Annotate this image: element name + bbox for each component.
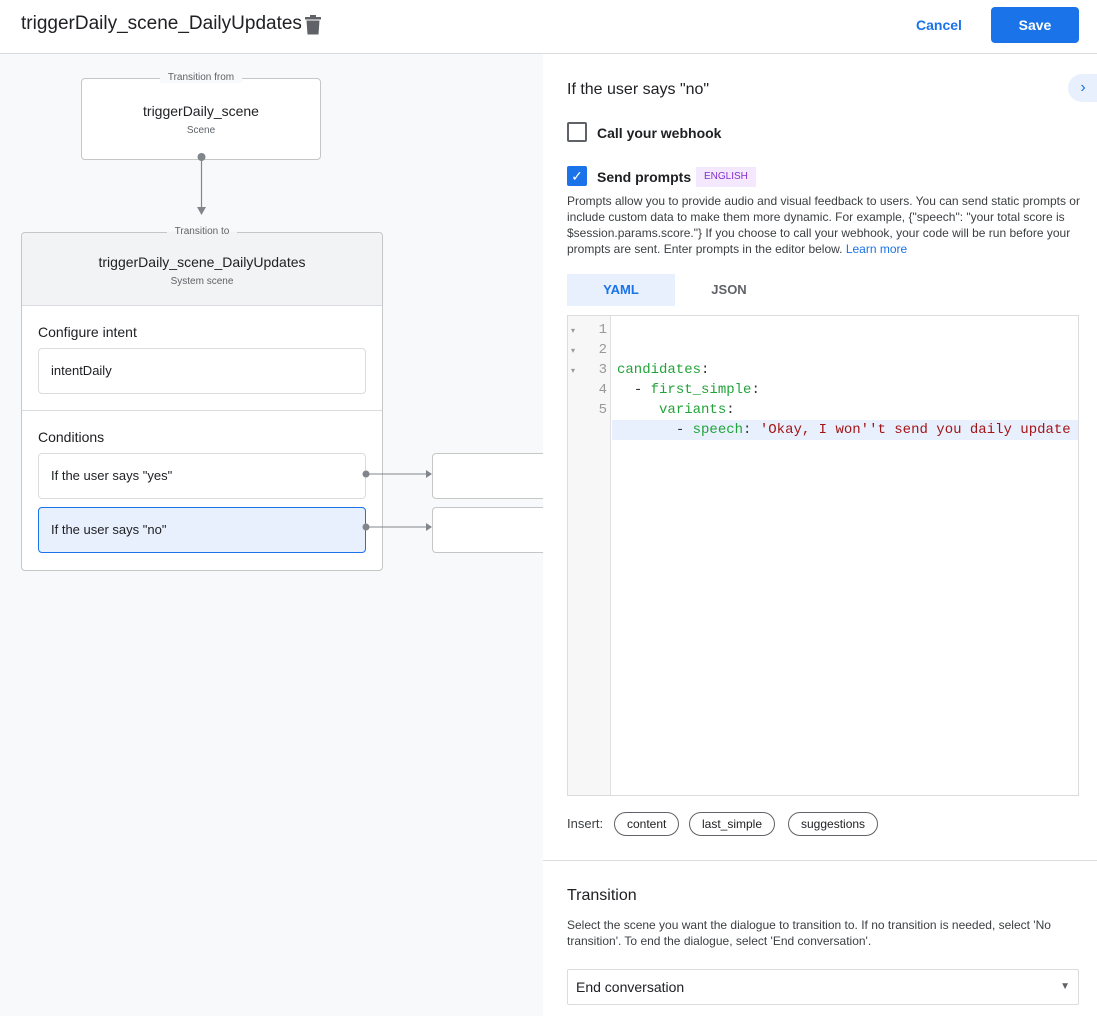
transition-from-legend: Transition from [159, 72, 243, 83]
code-indent [617, 402, 659, 418]
connector-arrow [197, 153, 206, 215]
tab-yaml[interactable]: YAML [567, 274, 675, 306]
save-button[interactable]: Save [991, 7, 1079, 43]
send-prompts-label: Send prompts [597, 169, 692, 185]
code-indent [617, 382, 634, 398]
code-dash: - [675, 422, 693, 438]
code-indent [617, 422, 676, 438]
insert-chip-suggestions[interactable]: suggestions [788, 812, 879, 836]
code-colon: : [751, 382, 760, 398]
code-colon: : [701, 362, 710, 378]
prompts-description: Prompts allow you to provide audio and v… [567, 194, 1080, 256]
transition-select[interactable]: End conversation ▼ [567, 969, 1079, 1005]
code-dash: - [633, 382, 651, 398]
code-line: variants: [617, 400, 1078, 420]
code-line: - speech: 'Okay, I won''t send you daily… [612, 420, 1078, 440]
webhook-checkbox[interactable] [567, 122, 587, 142]
condition-yes[interactable]: If the user says "yes" [38, 453, 366, 499]
condition-connectors [362, 470, 432, 531]
cancel-button[interactable]: Cancel [906, 7, 972, 43]
chevron-right-icon[interactable]: › [1068, 74, 1097, 102]
transition-heading: Transition [567, 887, 637, 904]
webhook-label: Call your webhook [597, 125, 722, 141]
transition-select-value: End conversation [576, 979, 685, 995]
learn-more-link[interactable]: Learn more [845, 242, 908, 256]
transition-description: Select the scene you want the dialogue t… [567, 918, 1051, 948]
condition-no[interactable]: If the user says "no" [38, 507, 366, 553]
transition-to-node: Transition to triggerDaily_scene_DailyUp… [21, 226, 383, 571]
transition-from-node[interactable]: Transition from triggerDaily_scene Scene [81, 72, 321, 160]
to-scene-title: triggerDaily_scene_DailyUpdates [98, 254, 306, 270]
from-scene-subtitle: Scene [186, 125, 216, 136]
trash-icon[interactable] [305, 15, 321, 35]
details-panel: › If the user says "no" Call your webhoo… [543, 54, 1097, 1016]
code-key: speech [692, 422, 744, 438]
panel-heading: If the user says "no" [567, 81, 710, 98]
dropdown-arrow-icon: ▼ [1060, 981, 1070, 992]
transition-to-legend: Transition to [166, 226, 238, 237]
code-value: 'Okay, I won''t send you daily update [759, 422, 1071, 438]
code-lines: candidates: - first_simple: variants: - … [612, 320, 1078, 500]
code-colon: : [726, 402, 735, 418]
insert-chip-content[interactable]: content [614, 812, 680, 836]
send-prompts-checkbox[interactable]: ✓ [567, 166, 587, 186]
code-line: - first_simple: [617, 380, 1078, 400]
header: triggerDaily_scene_DailyUpdates Cancel S… [0, 0, 1097, 54]
from-scene-title: triggerDaily_scene [143, 103, 259, 119]
language-badge: ENGLISH [696, 167, 756, 187]
page-title: triggerDaily_scene_DailyUpdates [21, 13, 302, 34]
code-line: candidates: [617, 360, 1078, 380]
intent-field[interactable]: intentDaily [38, 348, 366, 394]
code-line [617, 440, 1078, 460]
target-node-no[interactable] [432, 507, 543, 553]
code-key: first_simple [650, 382, 752, 398]
configure-intent-heading: Configure intent [38, 324, 137, 340]
code-colon: : [743, 422, 760, 438]
scene-canvas: Transition from triggerDaily_scene Scene… [0, 54, 543, 1016]
conditions-heading: Conditions [38, 429, 105, 445]
code-key: candidates [617, 362, 702, 378]
insert-chip-last-simple[interactable]: last_simple [689, 812, 776, 836]
insert-label: Insert: [567, 816, 604, 831]
code-key: variants [659, 402, 727, 418]
to-scene-subtitle: System scene [170, 276, 234, 287]
tab-json[interactable]: JSON [711, 282, 747, 297]
target-node-yes[interactable] [432, 453, 543, 499]
